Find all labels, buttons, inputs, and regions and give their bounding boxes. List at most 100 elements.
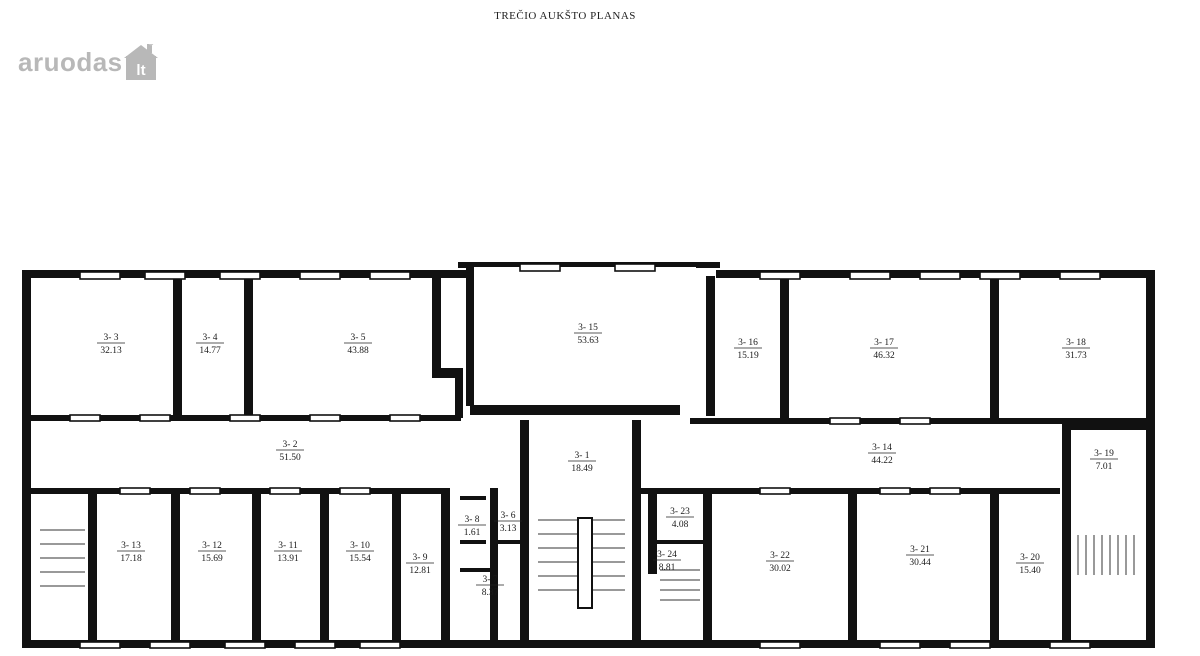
room-number: 3- 18 <box>1066 338 1086 348</box>
room-number: 3- 19 <box>1094 449 1114 459</box>
room-number: 3- 16 <box>738 338 758 348</box>
room-area: 14.77 <box>199 346 221 356</box>
wall <box>432 278 441 368</box>
window <box>139 414 171 422</box>
room-number: 3- 8 <box>464 515 479 525</box>
window <box>229 414 261 422</box>
room-label: 3- 234.08 <box>666 507 694 530</box>
wall <box>1062 424 1146 430</box>
window <box>929 487 961 495</box>
window <box>829 417 861 425</box>
room-label: 3- 18 31.73 <box>1062 338 1090 361</box>
room-label: 3- 19 7.01 <box>1090 449 1118 472</box>
room-label: 3- 13 17.18 <box>117 541 145 564</box>
wall <box>632 420 641 645</box>
room-label: 3- 17 46.32 <box>870 338 898 361</box>
plan-title: TREČIO AUKŠTO PLANAS <box>494 10 636 22</box>
wall <box>848 494 857 644</box>
room-number: 3- 13 <box>121 541 141 551</box>
wall <box>432 368 462 378</box>
room-number: 3- 17 <box>874 338 894 348</box>
window <box>144 271 186 280</box>
room-area: 31.73 <box>1065 351 1087 361</box>
wall <box>31 488 441 494</box>
room-number: 3- 10 <box>350 541 370 551</box>
window <box>919 271 961 280</box>
wall <box>706 276 715 416</box>
window <box>519 263 561 272</box>
room-label: 3- 2 51.50 <box>276 440 304 463</box>
wall <box>88 494 97 644</box>
window <box>1049 641 1091 649</box>
room-label: 3- 118.49 <box>568 451 596 474</box>
window <box>309 414 341 422</box>
window <box>224 641 266 649</box>
room-area: 15.19 <box>737 351 759 361</box>
room-area: 46.32 <box>873 351 895 361</box>
room-label: 3- 248.81 <box>653 550 681 573</box>
wall <box>1062 424 1071 644</box>
room-area: 7.01 <box>1096 462 1113 472</box>
wall <box>460 568 490 572</box>
room-number: 3- 14 <box>872 443 892 453</box>
room-number: 3- 7 <box>482 575 497 585</box>
room-label: 3- 912.81 <box>406 553 434 576</box>
wall <box>990 278 999 418</box>
wall <box>657 540 705 544</box>
room-area: 43.88 <box>347 346 369 356</box>
room-number: 3- 22 <box>770 551 790 561</box>
room-number: 3- 6 <box>500 511 515 521</box>
window <box>79 271 121 280</box>
window <box>1059 271 1101 280</box>
wall <box>780 278 789 418</box>
windows <box>69 263 1101 649</box>
room-area: 30.02 <box>769 564 791 574</box>
room-area: 17.18 <box>120 554 142 564</box>
room-area: 53.63 <box>577 336 599 346</box>
wall <box>648 494 657 574</box>
window <box>149 641 191 649</box>
room-number: 3- 12 <box>202 541 222 551</box>
room-area: 15.54 <box>349 554 371 564</box>
wall <box>441 488 450 643</box>
window <box>369 271 411 280</box>
window <box>294 641 336 649</box>
room-number: 3- 9 <box>412 553 427 563</box>
wall <box>392 494 401 644</box>
wall <box>520 420 529 645</box>
window <box>879 641 921 649</box>
room-area: 15.69 <box>201 554 223 564</box>
wall <box>22 270 31 648</box>
window <box>269 487 301 495</box>
wall <box>460 496 486 500</box>
room-area: 44.22 <box>871 456 893 466</box>
wall <box>320 494 329 644</box>
wall <box>173 278 182 418</box>
wall <box>455 368 463 418</box>
room-number: 3- 4 <box>202 333 217 343</box>
window <box>69 414 101 422</box>
window <box>219 271 261 280</box>
room-area: 8.81 <box>659 563 676 573</box>
room-label: 3- 12 15.69 <box>198 541 226 564</box>
wall <box>466 262 716 267</box>
logo-text: aruodas <box>18 46 123 77</box>
stairs <box>40 517 1135 609</box>
room-number: 3- 2 <box>282 440 297 450</box>
wall <box>1146 270 1155 648</box>
wall <box>22 640 1155 648</box>
room-area: 51.50 <box>279 453 301 463</box>
wall <box>498 540 520 544</box>
room-area: 32.13 <box>100 346 122 356</box>
window <box>389 414 421 422</box>
room-area: 3.13 <box>500 524 517 534</box>
room-label: 3- 78.37 <box>476 575 504 598</box>
wall <box>252 494 261 644</box>
wall <box>466 276 474 406</box>
window <box>189 487 221 495</box>
